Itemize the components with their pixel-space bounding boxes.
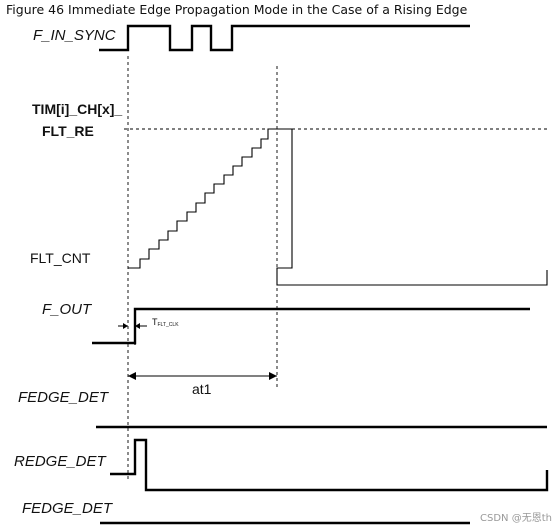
flt-cnt-reset xyxy=(276,128,548,286)
threshold-label-line1: TIM[i]_CH[x]_ xyxy=(32,101,122,117)
f-in-sync-waveform xyxy=(99,24,470,52)
flt-cnt-staircase xyxy=(128,128,277,269)
threshold-label-line2: FLT_RE xyxy=(42,123,94,139)
f-in-sync-label: F_IN_SYNC xyxy=(33,27,116,44)
t-flt-clk-arrowhead-right xyxy=(135,323,140,329)
t-flt-clk-label: TFLT_CLK xyxy=(152,317,179,328)
watermark: CSDN @无恩th xyxy=(480,512,552,524)
f-out-label: F_OUT xyxy=(42,301,93,318)
redge-det-label: REDGE_DET xyxy=(14,453,108,470)
t-flt-clk-arrowhead-left xyxy=(123,323,128,329)
flt-cnt-label: FLT_CNT xyxy=(30,250,91,266)
t-flt-clk-main: T xyxy=(152,317,158,327)
at1-arrowhead-right xyxy=(269,372,277,380)
fedge-det-label-1: FEDGE_DET xyxy=(18,389,110,406)
at1-label: at1 xyxy=(192,381,212,397)
redge-det-waveform xyxy=(110,438,549,492)
at1-arrowhead-left xyxy=(128,372,136,380)
t-flt-clk-sub: FLT_CLK xyxy=(158,322,180,328)
figure-caption: Figure 46 Immediate Edge Propagation Mod… xyxy=(6,2,468,17)
fedge-det-label-2: FEDGE_DET xyxy=(22,500,114,517)
